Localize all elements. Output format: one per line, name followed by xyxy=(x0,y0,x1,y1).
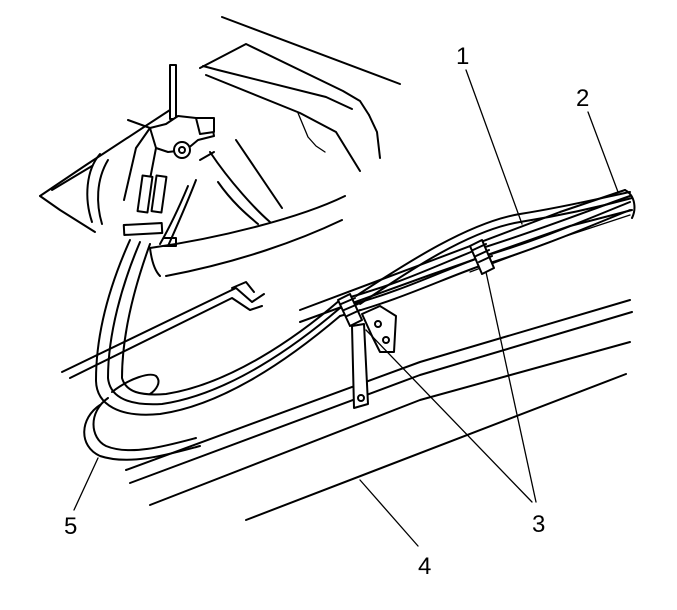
cable-adjuster-right xyxy=(150,174,168,214)
callout-3: 3 xyxy=(532,511,545,538)
callout-5: 5 xyxy=(64,513,77,540)
bracket-strap xyxy=(351,323,369,409)
callouts: 1 2 3 4 5 xyxy=(64,43,589,580)
shifter-assembly xyxy=(122,64,215,247)
shift-lever-shaft xyxy=(169,64,177,120)
cable-adjuster-left xyxy=(136,174,154,214)
cable-bracket xyxy=(122,222,164,236)
retaining-clips xyxy=(337,239,495,409)
callout-4: 4 xyxy=(418,553,431,580)
callout-2: 2 xyxy=(576,85,589,112)
vehicle-body xyxy=(39,16,636,521)
mounting-bracket xyxy=(361,305,397,353)
callout-1: 1 xyxy=(456,43,469,70)
leader-lines xyxy=(73,69,619,547)
